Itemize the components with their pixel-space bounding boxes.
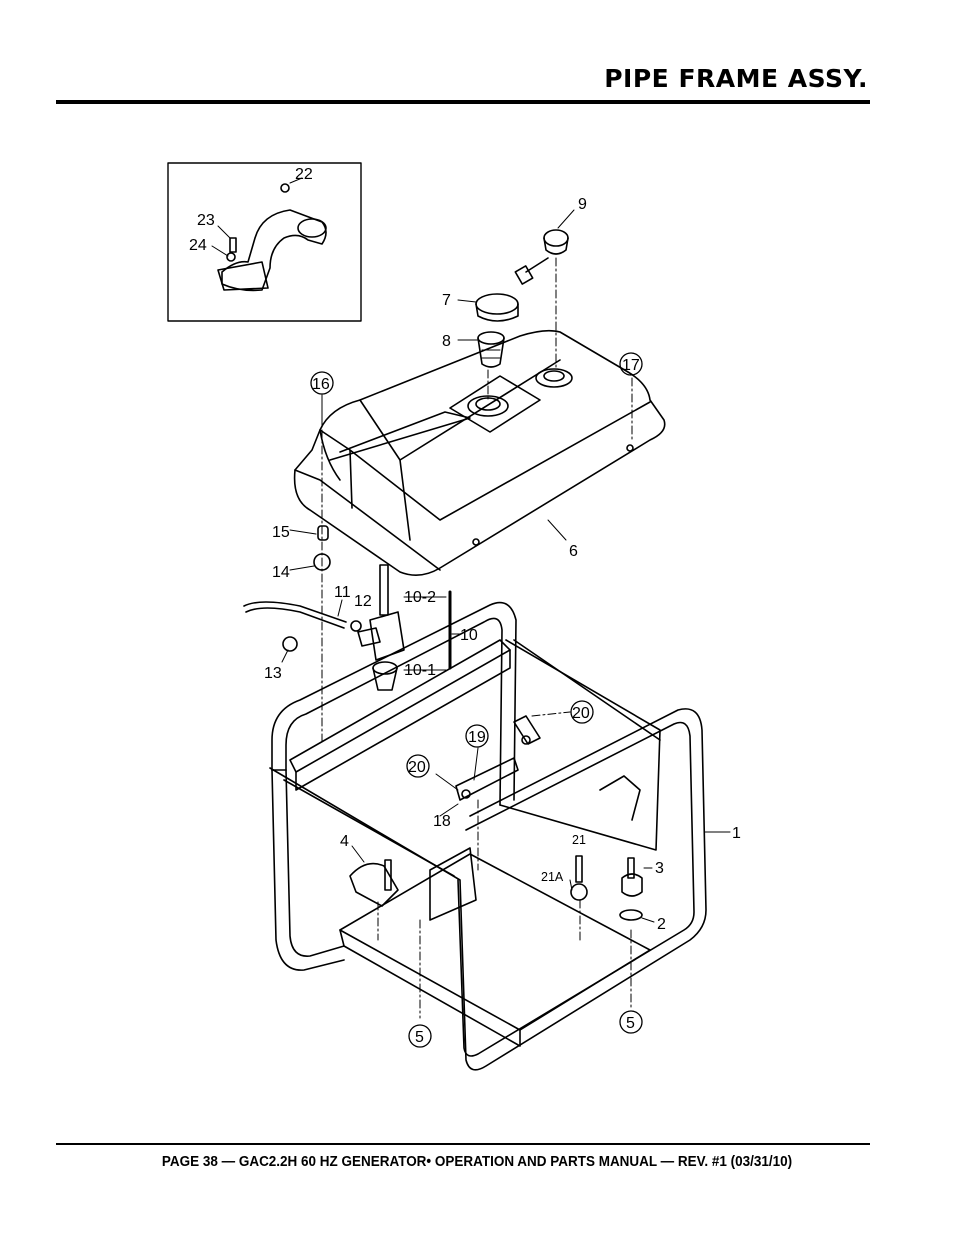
callout-8: 8 bbox=[442, 333, 451, 350]
callout-6: 6 bbox=[569, 543, 578, 560]
callout-11: 11 bbox=[334, 584, 351, 601]
callout-2: 2 bbox=[657, 916, 666, 933]
page-footer: PAGE 38 — GAC2.2H 60 HZ GENERATOR• OPERA… bbox=[161, 1154, 793, 1170]
callout-3: 3 bbox=[655, 860, 664, 877]
callout-14: 14 bbox=[272, 564, 290, 581]
mounting-hardware bbox=[349, 715, 643, 921]
callout-5-left: 5 bbox=[415, 1029, 424, 1046]
page-title: PIPE FRAME ASSY. bbox=[604, 64, 868, 93]
callout-4: 4 bbox=[340, 833, 349, 850]
callout-15: 15 bbox=[272, 524, 290, 541]
callout-10-2: 10-2 bbox=[404, 589, 436, 606]
callout-labels: 22 23 24 9 7 8 16 17 6 15 14 11 12 10-2 … bbox=[189, 166, 741, 1046]
callout-18: 18 bbox=[433, 813, 451, 830]
callout-1: 1 bbox=[732, 825, 741, 842]
fuel-cap-strainer-gauge bbox=[475, 229, 569, 368]
fuel-cock-assembly bbox=[357, 564, 452, 691]
callout-20-right: 20 bbox=[572, 705, 590, 722]
alignment-lines bbox=[321, 257, 633, 1019]
pipe-frame bbox=[269, 601, 707, 1071]
callout-21a: 21A bbox=[541, 870, 564, 884]
leader-lines bbox=[281, 209, 731, 923]
fuel-hose bbox=[243, 525, 362, 652]
callout-23: 23 bbox=[197, 212, 215, 229]
callout-10: 10 bbox=[460, 627, 478, 644]
callout-22: 22 bbox=[295, 166, 313, 183]
callout-12: 12 bbox=[354, 593, 372, 610]
callout-10-1: 10-1 bbox=[404, 662, 436, 679]
callout-7: 7 bbox=[442, 292, 451, 309]
callout-9: 9 bbox=[578, 196, 587, 213]
callout-21: 21 bbox=[572, 833, 586, 847]
callout-16: 16 bbox=[312, 376, 330, 393]
header-rule bbox=[56, 100, 870, 104]
callout-20-left: 20 bbox=[408, 759, 426, 776]
callout-circles bbox=[310, 352, 643, 1048]
callout-5-right: 5 bbox=[626, 1015, 635, 1032]
callout-24: 24 bbox=[189, 237, 207, 254]
fuel-tank bbox=[293, 329, 666, 576]
inset-exhaust-elbow bbox=[167, 162, 362, 322]
footer-rule bbox=[56, 1143, 870, 1145]
callout-19: 19 bbox=[468, 729, 486, 746]
callout-17: 17 bbox=[622, 357, 640, 374]
callout-13: 13 bbox=[264, 665, 282, 682]
